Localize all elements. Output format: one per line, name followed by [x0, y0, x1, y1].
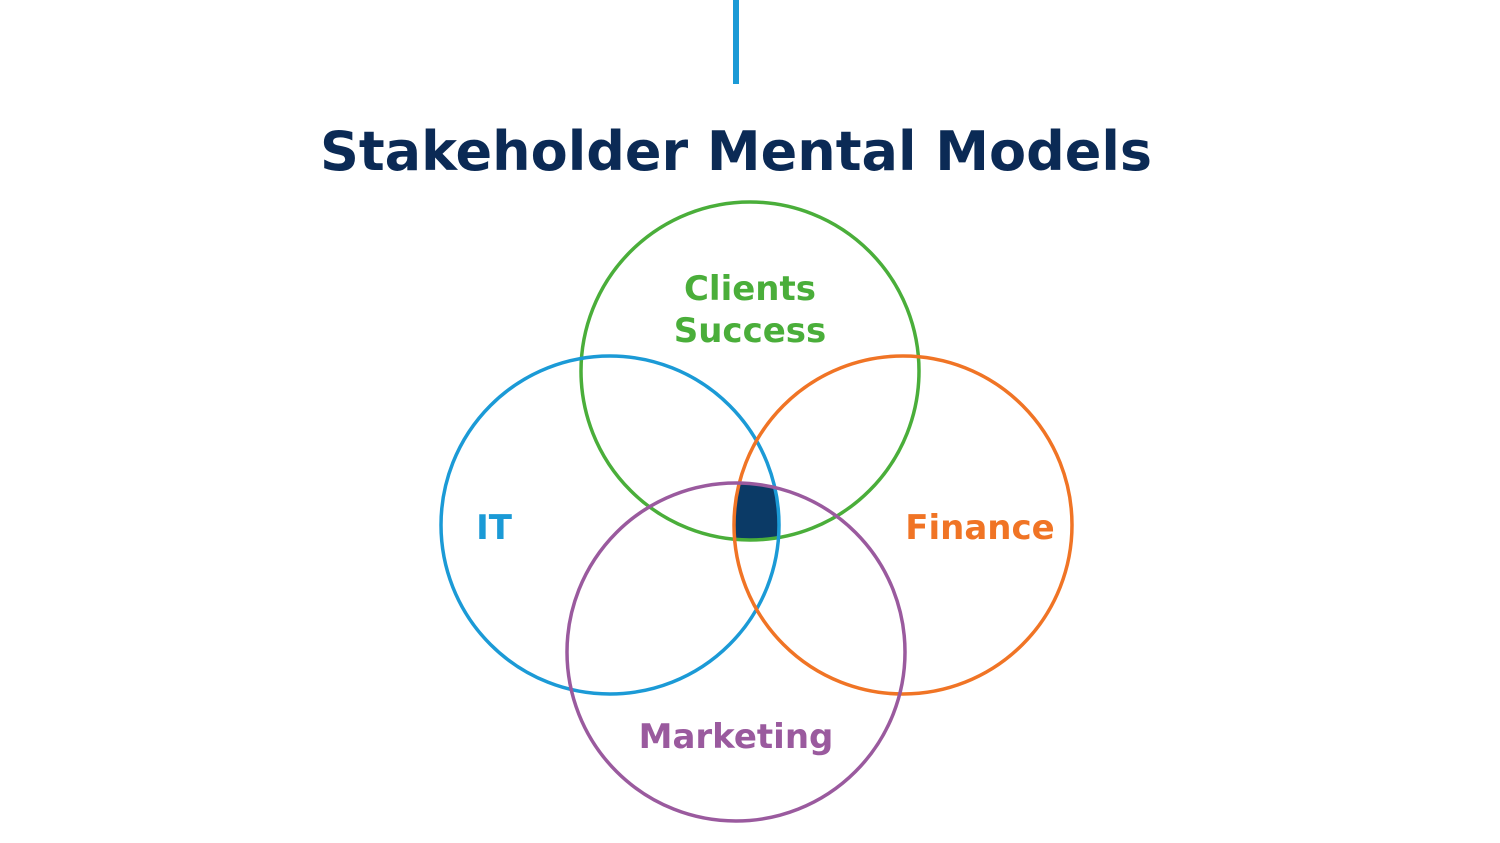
clients-success-circle — [579, 200, 921, 542]
success-label: Success — [674, 311, 827, 351]
page-title: Stakeholder Mental Models — [320, 120, 1152, 183]
marketing-circle — [565, 481, 907, 823]
it-circle — [439, 354, 781, 696]
marketing-label: Marketing — [639, 717, 834, 757]
finance-circle — [732, 354, 1074, 696]
it-label: IT — [476, 508, 513, 548]
finance-label: Finance — [905, 508, 1054, 548]
clients-label: Clients — [684, 269, 816, 309]
